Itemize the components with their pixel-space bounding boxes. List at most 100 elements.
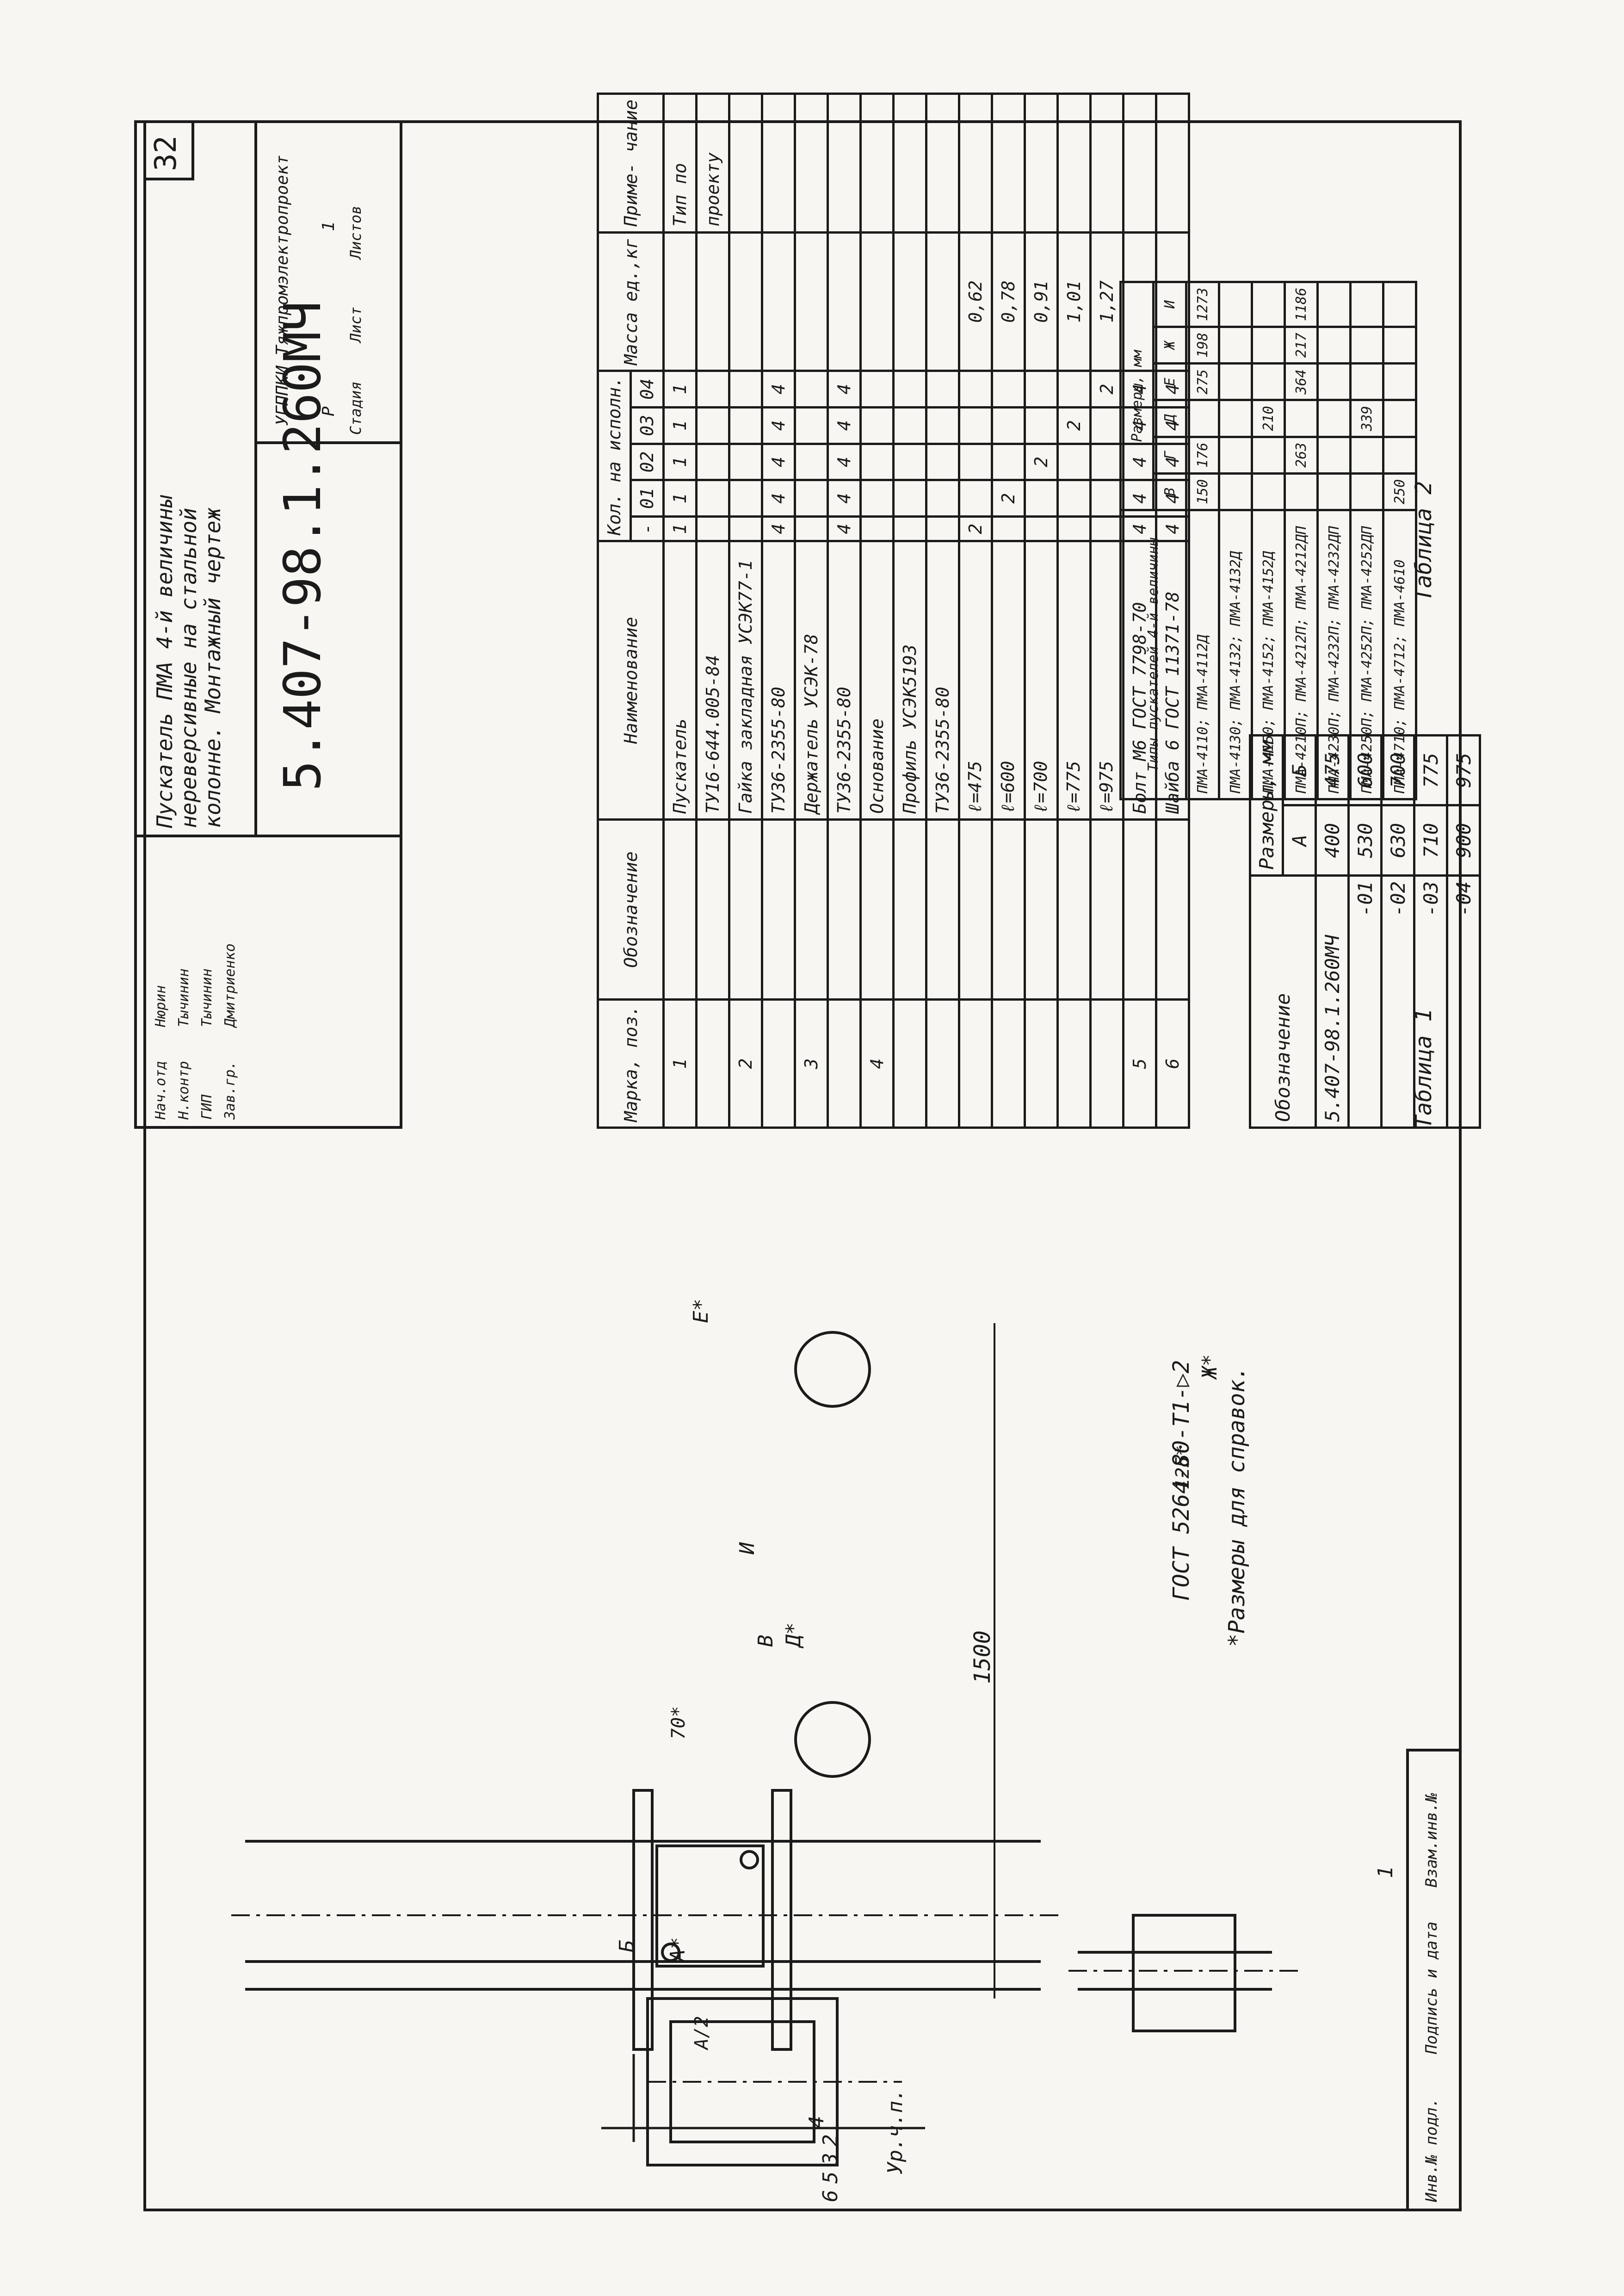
spec-cell [860, 93, 894, 233]
spec-cell [1090, 444, 1124, 480]
spec-cell [926, 371, 959, 408]
spec-cell: ℓ=600 [992, 541, 1025, 820]
spec-cell [1057, 371, 1091, 408]
spec-header-note: Приме- чание [598, 93, 664, 233]
gost-note: ГОСТ 5264-80-Т1-▷2 [1168, 1360, 1194, 1601]
table-row: ПМА-4150; ПМА-4152; ПМА-4152Д 210 [1252, 282, 1285, 799]
spec-cell: ТУ36-2355-80 [926, 541, 959, 820]
spec-cell [1025, 819, 1058, 1000]
spec-cell [729, 93, 762, 233]
callout-1: 1 [1374, 1866, 1397, 1879]
spec-table: Марка, поз. Обозначение Наименование Кол… [597, 93, 1190, 1129]
t2-cell [1317, 400, 1351, 437]
callout-6: 6 [819, 2190, 842, 2203]
spec-cell [1025, 407, 1058, 444]
spec-cell [860, 819, 894, 1000]
t2-cell: 210 [1252, 400, 1285, 437]
spec-cell [795, 819, 828, 1000]
spec-cell [992, 999, 1025, 1128]
t2-cell [1252, 473, 1285, 510]
rail-top [632, 1789, 654, 2051]
spec-header-designation: Обозначение [598, 819, 664, 1000]
spec-cell: 1 [663, 444, 697, 480]
sheet-label: Лист [347, 306, 364, 342]
table-row: Профиль УСЭК5193 [893, 93, 926, 1128]
t2-cell [1350, 473, 1383, 510]
callout-5: 5 [819, 2172, 842, 2184]
spec-cell: 4 [1123, 516, 1156, 541]
spec-cell: 4 [1156, 444, 1189, 480]
role: Н.контр [176, 1061, 192, 1120]
spec-qty-col: 01 [630, 480, 664, 517]
spec-cell [926, 93, 959, 233]
t2-cell [1350, 437, 1383, 474]
label-i: И [735, 1542, 759, 1555]
t2-cell [1284, 473, 1318, 510]
dim-a-half: А/2 [691, 2016, 712, 2051]
spec-cell: 4 [827, 444, 861, 480]
sheets-label: Листов [347, 205, 364, 259]
spec-cell [926, 819, 959, 1000]
spec-cell: ℓ=475 [959, 541, 992, 820]
spec-cell: ТУ16-644.005-84 [696, 541, 729, 820]
t2-cell: 364 [1284, 363, 1318, 400]
t2-cell [1219, 363, 1252, 400]
t2-cell: ПМА-4130; ПМА-4132; ПМА-4132Д [1219, 510, 1252, 799]
column-section-circle [794, 1701, 871, 1778]
t2-cell [1219, 473, 1252, 510]
spec-cell [696, 819, 729, 1000]
t2-cell: ПМА-4150; ПМА-4152; ПМА-4152Д [1252, 510, 1285, 799]
spec-cell: 4 [827, 407, 861, 444]
t2-cell [1383, 437, 1416, 474]
t2-cell [1350, 327, 1383, 364]
spec-cell [1057, 999, 1091, 1128]
callout-4: 4 [805, 2116, 828, 2129]
spec-cell [795, 516, 828, 541]
spec-cell [663, 819, 697, 1000]
t2-cell [1350, 363, 1383, 400]
spec-cell [1057, 480, 1091, 517]
t2-cell [1317, 327, 1351, 364]
organization: УГППКИ Тяжпромэлектропроект [273, 155, 292, 426]
role: Зав.гр. [222, 1061, 238, 1120]
spec-cell: 1 [663, 407, 697, 444]
spec-cell [1090, 93, 1124, 233]
spec-cell: ТУ36-2355-80 [762, 541, 795, 820]
spec-cell [762, 93, 795, 233]
spec-cell [1156, 93, 1189, 233]
level-label: Ур.ч.п. [883, 2089, 907, 2174]
t1-cell: -04 [1447, 875, 1480, 1128]
person: Тычинин [199, 968, 215, 1027]
spec-header-mark: Марка, поз. [598, 999, 664, 1128]
t2-cell [1284, 400, 1318, 437]
t1-cell: 5.407-98.1.260МЧ [1315, 875, 1349, 1128]
spec-cell: 1 [663, 999, 697, 1128]
spec-cell: 0,91 [1025, 232, 1058, 371]
spec-cell [1123, 93, 1156, 233]
spec-cell [795, 407, 828, 444]
spec-cell [992, 407, 1025, 444]
spec-cell [1156, 232, 1189, 371]
callout-3: 3 [819, 2153, 842, 2166]
spec-cell [1090, 516, 1124, 541]
spec-cell [729, 480, 762, 517]
t1-cell: -02 [1381, 875, 1414, 1128]
spec-cell: Основание [860, 541, 894, 820]
spec-qty-col: 03 [630, 407, 664, 444]
spec-cell [762, 999, 795, 1128]
t2-cell [1219, 400, 1252, 437]
t2-cell [1383, 282, 1416, 327]
spec-cell [893, 999, 926, 1128]
spec-cell [729, 232, 762, 371]
